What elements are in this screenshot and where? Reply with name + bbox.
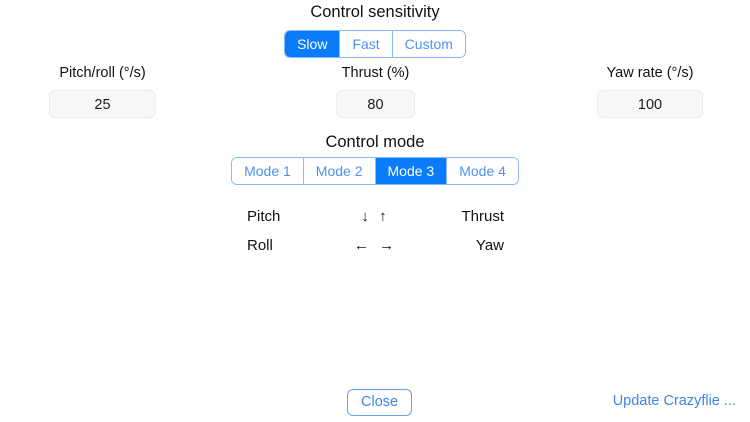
yaw-rate-label: Yaw rate (°/s) (606, 65, 694, 81)
thrust-field-group: Thrust (%) 80 (336, 66, 415, 118)
control-mode-heading: Control mode (325, 133, 425, 151)
mapping-left-label: Pitch (247, 208, 281, 225)
close-button[interactable]: Close (347, 389, 413, 416)
mapping-left-label: Roll (247, 237, 273, 254)
control-sensitivity-heading: Control sensitivity (310, 3, 440, 21)
pitch-roll-field-group: Pitch/roll (°/s) 25 (49, 66, 156, 118)
mode-option-2[interactable]: Mode 2 (303, 158, 376, 184)
mapping-row: Roll ← → Yaw (247, 231, 504, 260)
yaw-rate-input[interactable]: 100 (597, 89, 703, 118)
pitch-roll-input[interactable]: 25 (49, 89, 156, 118)
mode-option-1[interactable]: Mode 1 (232, 158, 304, 184)
thrust-input[interactable]: 80 (336, 89, 415, 118)
yaw-rate-field-group: Yaw rate (°/s) 100 (597, 66, 703, 118)
update-crazyflie-link[interactable]: Update Crazyflie ... (612, 393, 736, 409)
mapping-right-label: Yaw (475, 237, 504, 254)
pitch-roll-label: Pitch/roll (°/s) (59, 65, 146, 81)
thrust-label: Thrust (%) (341, 65, 410, 81)
mapping-arrows-icon: ↓ ↑ (361, 208, 390, 225)
mode-option-3[interactable]: Mode 3 (375, 158, 448, 184)
mapping-row: Pitch ↓ ↑ Thrust (247, 202, 504, 231)
sensitivity-option-1[interactable]: Slow (285, 31, 341, 57)
sensitivity-option-2[interactable]: Fast (340, 31, 393, 57)
mapping-arrows-icon: ← → (353, 237, 398, 254)
mode-option-4[interactable]: Mode 4 (447, 158, 518, 184)
mapping-right-label: Thrust (461, 208, 504, 225)
sensitivity-option-3[interactable]: Custom (392, 31, 465, 57)
